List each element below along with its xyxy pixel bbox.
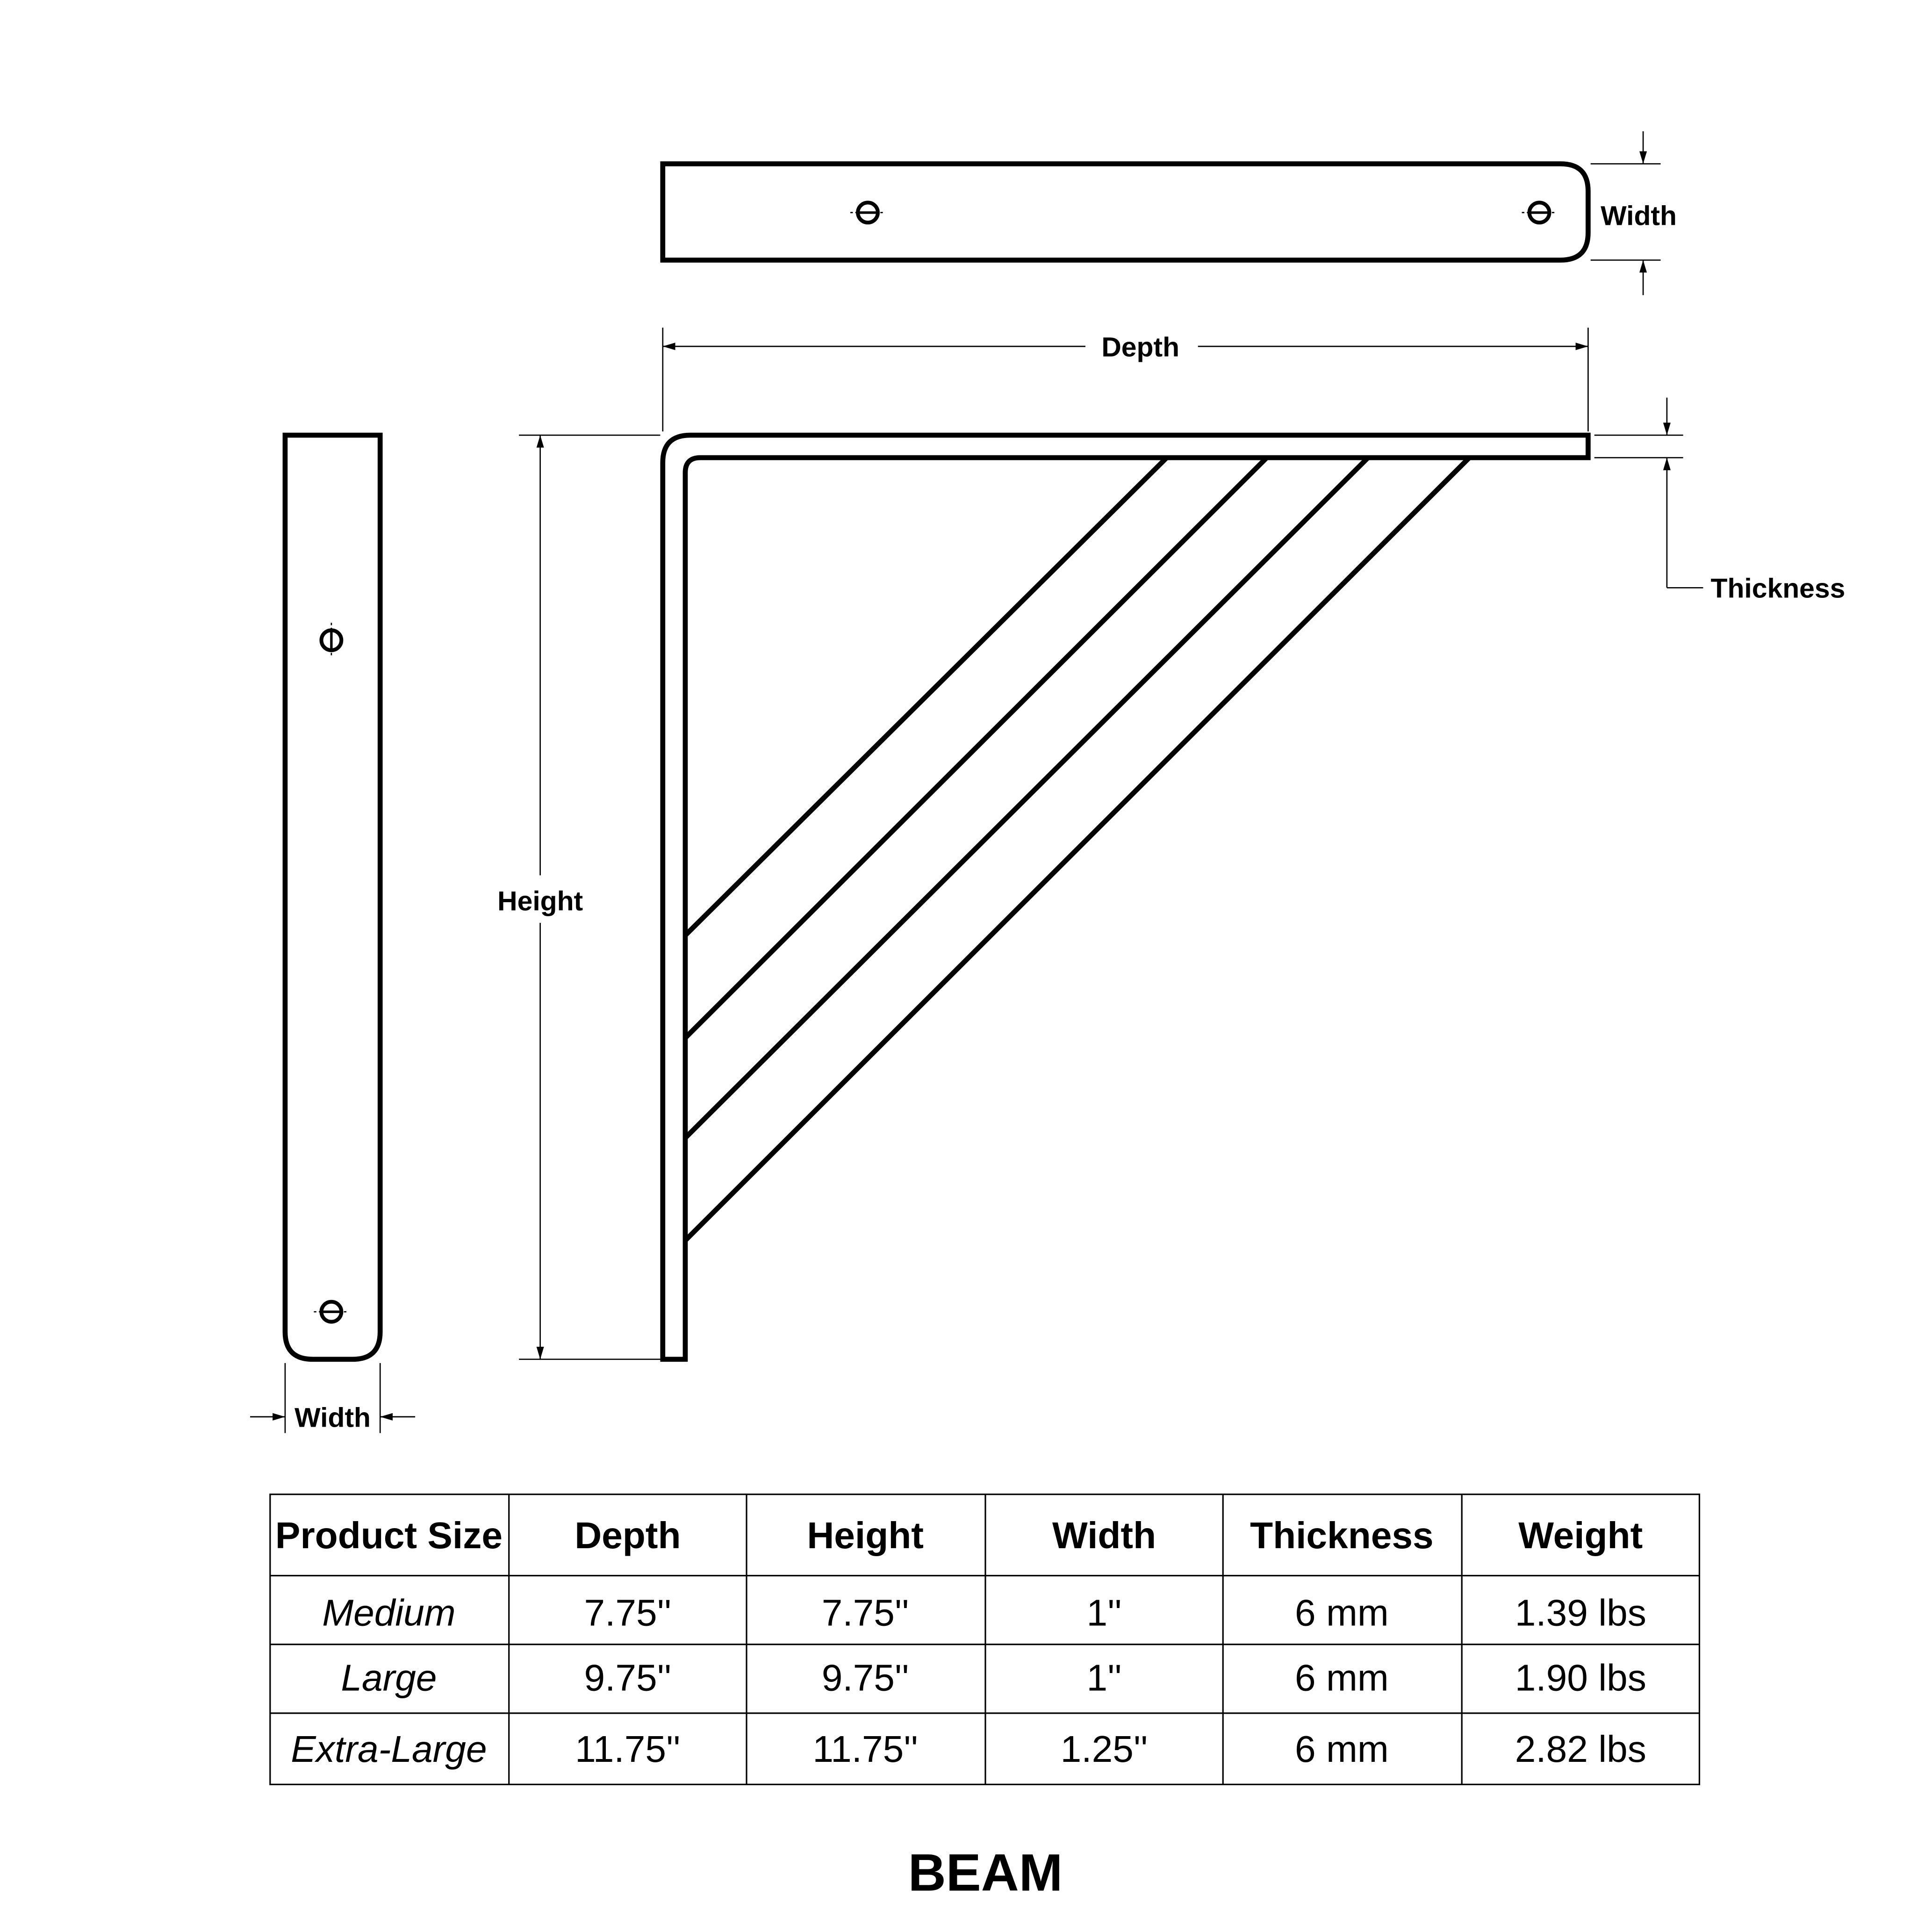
table-header: Height: [807, 1515, 924, 1557]
table-header: Product Size: [275, 1515, 503, 1557]
table-row-label: Large: [341, 1657, 437, 1699]
spec-table: Product Size Depth Height Width Thickness Wei…: [269, 1494, 1701, 1785]
table-cell: 2.82 lbs: [1515, 1728, 1646, 1770]
product-title: BEAM: [908, 1843, 1063, 1902]
bracket-front-view: [660, 432, 1591, 1362]
table-cell: 9.75'': [584, 1657, 671, 1699]
table-header: Width: [1052, 1515, 1156, 1557]
table-header: Thickness: [1250, 1515, 1434, 1557]
table-cell: 1.25'': [1061, 1728, 1148, 1770]
table-cell: 11.75'': [812, 1728, 918, 1770]
table-cell: 1.39 lbs: [1515, 1592, 1646, 1634]
table-cell: 6 mm: [1295, 1728, 1389, 1770]
width-label-side: Width: [294, 1402, 371, 1433]
height-label: Height: [497, 886, 583, 916]
table-cell: 1.90 lbs: [1515, 1657, 1646, 1699]
depth-label: Depth: [1101, 332, 1179, 362]
table-cell: 9.75'': [822, 1657, 909, 1699]
height-dimension: Height: [497, 434, 661, 1360]
table-cell: 7.75'': [822, 1592, 909, 1634]
table-header: Depth: [575, 1515, 681, 1557]
screw-hole-icon: [319, 623, 344, 658]
screw-hole-icon: [314, 1300, 349, 1324]
table-row-label: Extra-Large: [291, 1728, 487, 1770]
top-view: Width: [660, 131, 1677, 295]
table-cell: 1'': [1086, 1657, 1121, 1699]
side-view: Width: [250, 432, 416, 1433]
table-cell: 1'': [1086, 1592, 1121, 1634]
depth-dimension: Depth: [662, 327, 1589, 431]
table-header: Weight: [1518, 1515, 1643, 1557]
width-label-top: Width: [1601, 201, 1677, 231]
table-cell: 7.75'': [584, 1592, 671, 1634]
table-cell: 6 mm: [1295, 1592, 1389, 1634]
table-row-label: Medium: [322, 1592, 455, 1634]
screw-hole-icon: [1522, 201, 1557, 225]
screw-hole-icon: [850, 201, 885, 225]
table-cell: 6 mm: [1295, 1657, 1389, 1699]
thickness-dimension: Thickness: [1594, 397, 1846, 604]
table-cell: 11.75'': [575, 1728, 681, 1770]
thickness-label: Thickness: [1711, 574, 1846, 604]
